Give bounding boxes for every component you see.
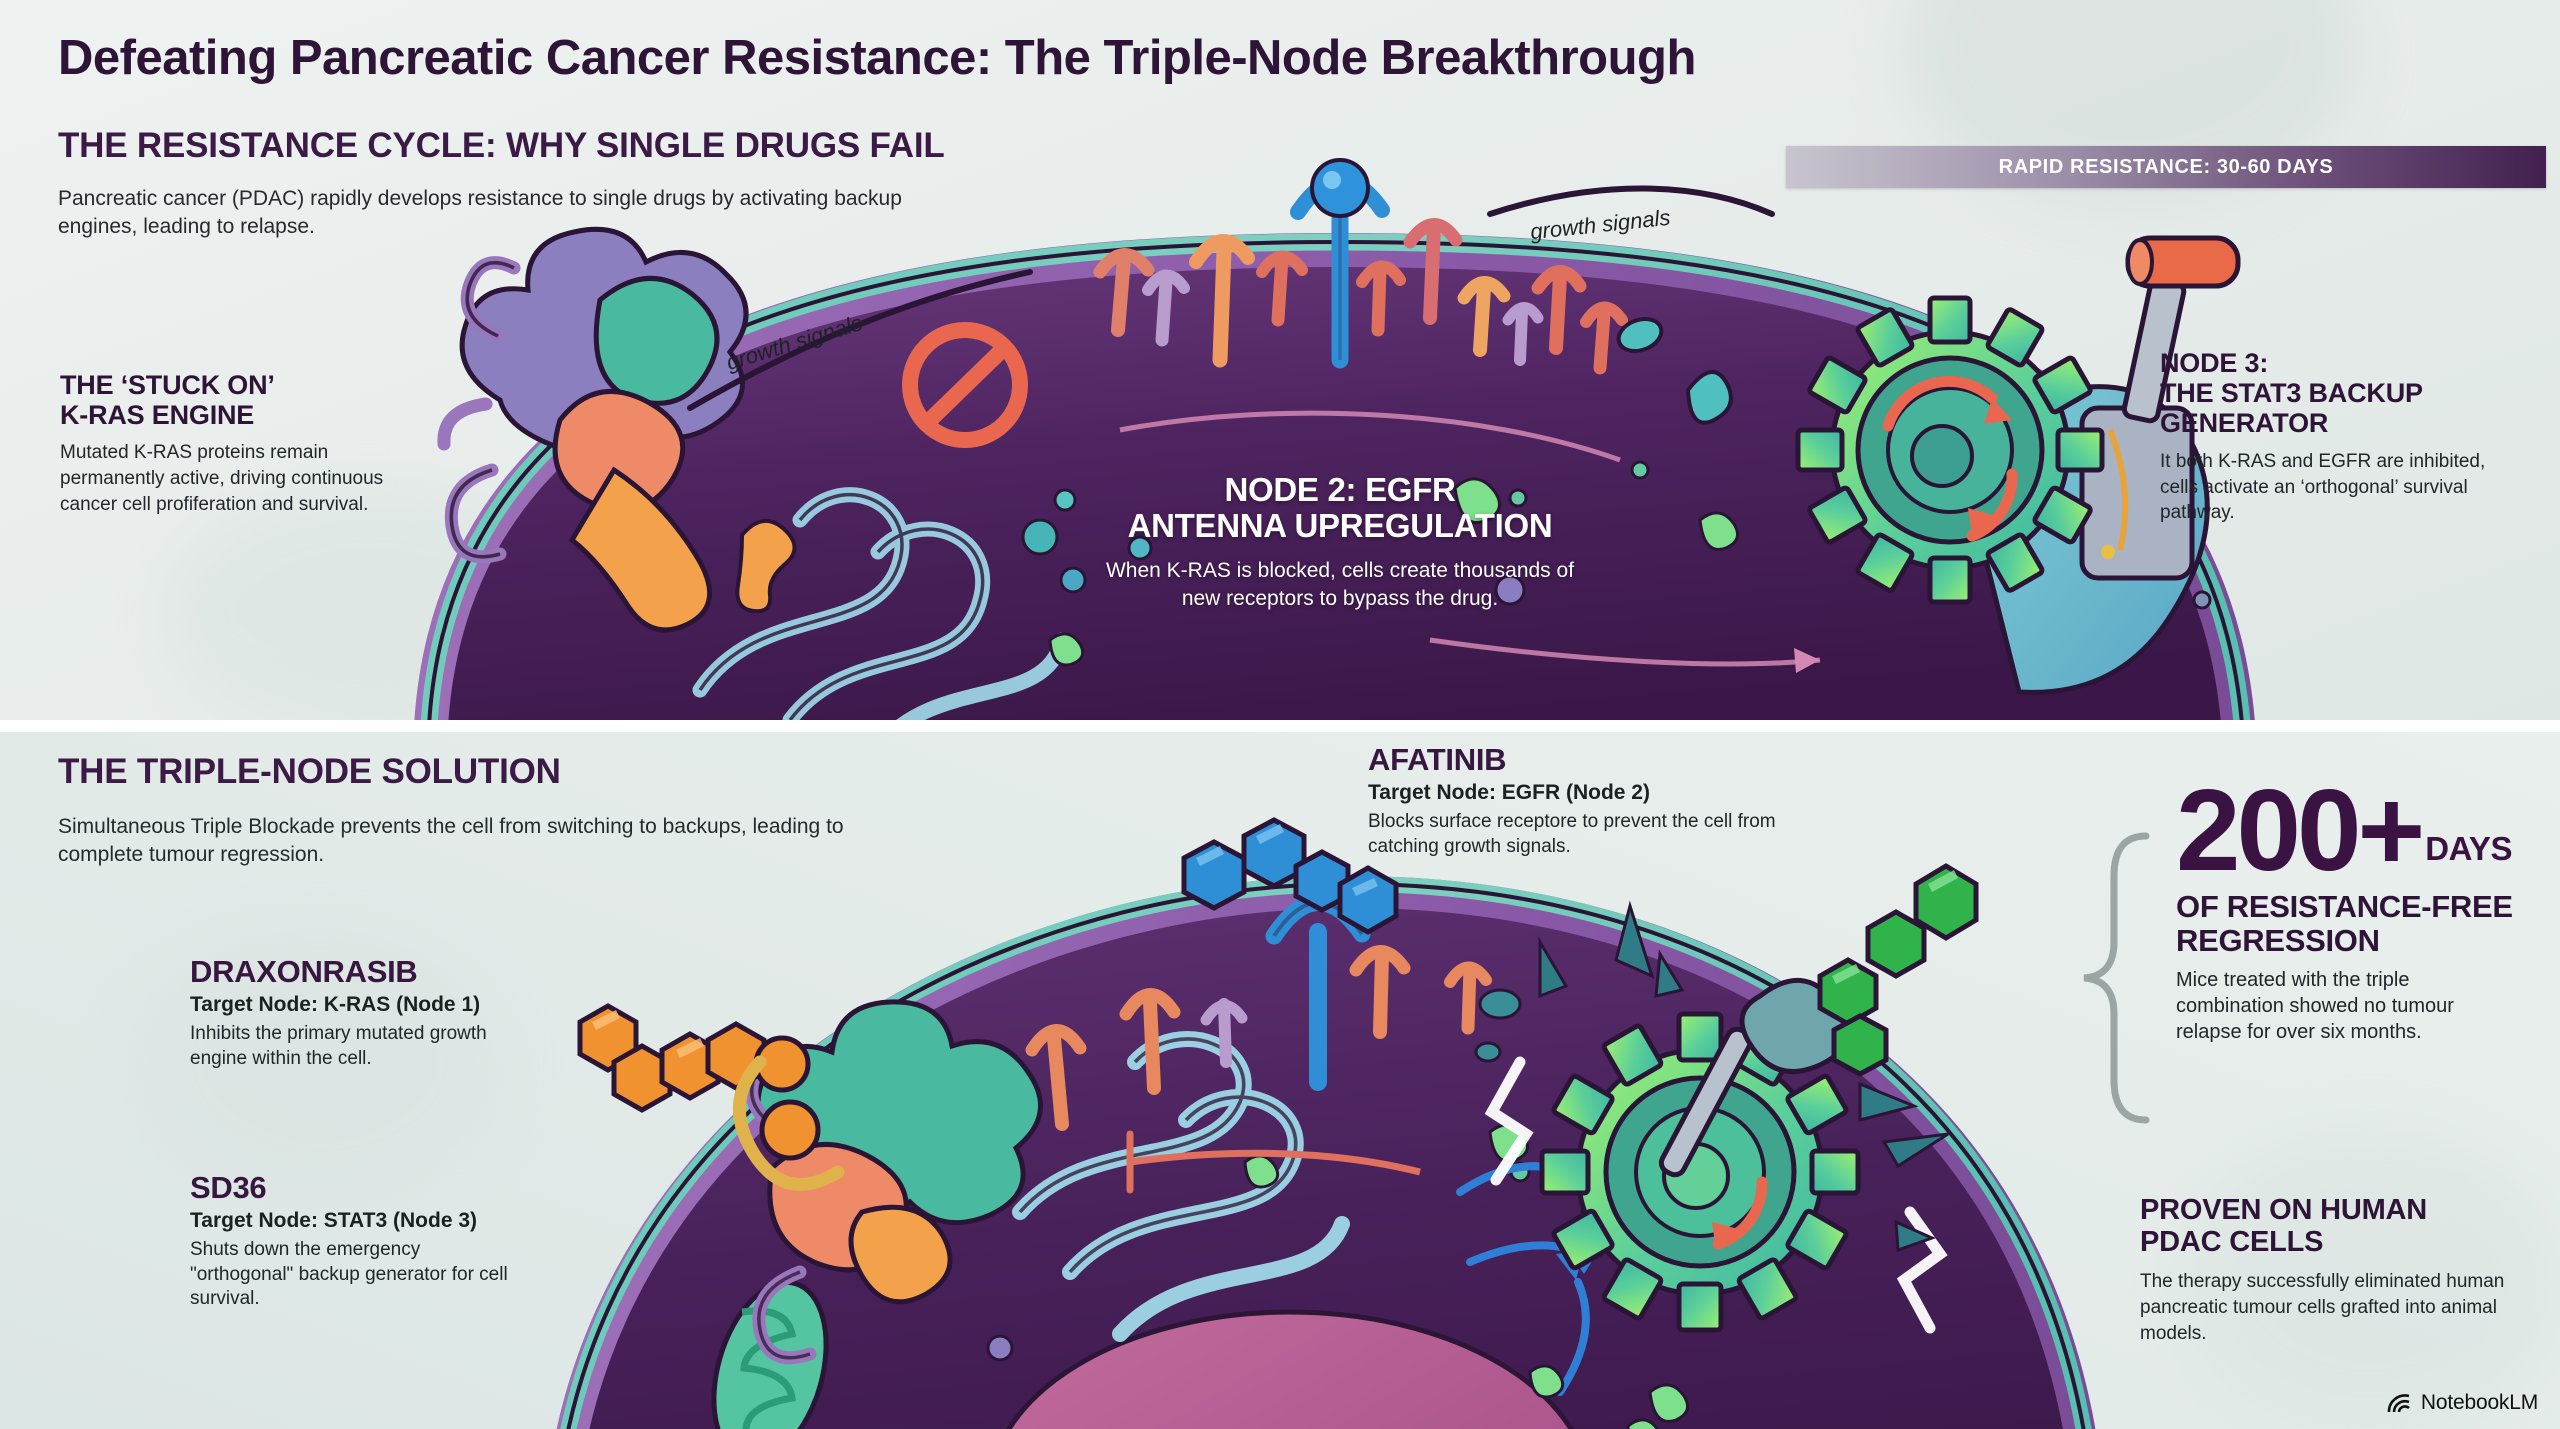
drug-target-afatinib: Target Node: EGFR (Node 2) <box>1368 781 1650 804</box>
proof-block: PROVEN ON HUMAN PDAC CELLS The therapy s… <box>2140 1194 2540 1346</box>
resistance-cell-illustration <box>414 158 2255 720</box>
bottom-section-subheading: Simultaneous Triple Blockade prevents th… <box>58 815 844 866</box>
kpi-block: 200+ DAYS OF RESISTANCE-FREE REGRESSION … <box>2176 765 2556 1045</box>
drug-block-afatinib: AFATINIB Target Node: EGFR (Node 2) Bloc… <box>1368 742 1808 859</box>
kpi-brace <box>2083 832 2150 1124</box>
panel-divider <box>0 720 2560 732</box>
node-1-heading-line2: K-RAS ENGINE <box>60 400 255 431</box>
node-1-body: Mutated K-RAS proteins remain permanentl… <box>60 442 384 516</box>
node-3-heading-line1: NODE 3: <box>2160 348 2269 378</box>
node-2-heading-line2: ANTENNA UPREGULATION <box>1127 507 1553 545</box>
kpi-subtitle-line2: REGRESSION <box>2176 922 2380 958</box>
node-2-block: NODE 2: EGFR ANTENNA UPREGULATION When K… <box>1060 471 1620 613</box>
afatinib-molecule <box>1181 817 1399 935</box>
solution-cell-illustration <box>556 817 2150 1429</box>
kpi-body: Mice treated with the triple combination… <box>2176 969 2454 1044</box>
sd36-target-gear <box>1474 863 1979 1334</box>
kpi-number: 200+ <box>2176 765 2425 895</box>
node-3-body: It both K-RAS and EGFR are inhibited, ce… <box>2160 450 2486 524</box>
drug-name-sd36: SD36 <box>190 1170 267 1205</box>
drug-name-afatinib: AFATINIB <box>1368 742 1507 777</box>
proof-heading-line1: PROVEN ON HUMAN <box>2140 1194 2428 1226</box>
drug-block-draxonrasib: DRAXONRASIB Target Node: K-RAS (Node 1) … <box>190 954 590 1071</box>
blocked-icon <box>902 322 1028 448</box>
notebooklm-logo-icon <box>2387 1394 2410 1413</box>
top-section-subheading: Pancreatic cancer (PDAC) rapidly develop… <box>58 187 902 238</box>
status-badge: RAPID RESISTANCE: 30-60 DAYS <box>1786 146 2546 188</box>
kras-protein <box>437 226 749 633</box>
stat3-generator <box>1795 235 2241 695</box>
node-2-heading-line1: NODE 2: EGFR <box>1224 471 1456 508</box>
node-3-heading-line2: THE STAT3 BACKUP <box>2160 378 2423 409</box>
drug-body-sd36: Shuts down the emergency "orthogonal" ba… <box>190 1239 508 1310</box>
node-2-body: When K-RAS is blocked, cells create thou… <box>1105 558 1575 610</box>
proof-body: The therapy successfully eliminated huma… <box>2140 1270 2505 1344</box>
drug-body-afatinib: Blocks surface receptore to prevent the … <box>1368 811 1776 857</box>
egfr-blue-receptor <box>1290 158 1390 369</box>
notebooklm-label: NotebookLM <box>2420 1391 2538 1414</box>
resistance-cycle-panel: Defeating Pancreatic Cancer Resistance: … <box>0 0 2560 720</box>
drug-body-draxonrasib: Inhibits the primary mutated growth engi… <box>190 1023 487 1069</box>
kpi-subtitle-line1: OF RESISTANCE-FREE <box>2176 889 2513 925</box>
node-3-block: NODE 3: THE STAT3 BACKUP GENERATOR It bo… <box>2160 348 2540 526</box>
drug-target-draxonrasib: Target Node: K-RAS (Node 1) <box>190 993 481 1016</box>
node-1-heading-line1: THE ‘STUCK ON’ <box>60 370 275 400</box>
bottom-section-heading: THE TRIPLE-NODE SOLUTION <box>58 752 561 791</box>
kpi-unit: DAYS <box>2425 830 2512 868</box>
drug-target-sd36: Target Node: STAT3 (Node 3) <box>190 1209 478 1232</box>
sd36-molecule <box>1817 863 1979 1077</box>
kras-blob-bottom <box>745 999 1043 1365</box>
top-section-heading: THE RESISTANCE CYCLE: WHY SINGLE DRUGS F… <box>58 126 945 165</box>
node-3-heading-line3: GENERATOR <box>2160 408 2329 439</box>
triple-node-solution-panel: THE TRIPLE-NODE SOLUTION Simultaneous Tr… <box>0 732 2560 1429</box>
proof-heading-line2: PDAC CELLS <box>2140 1226 2324 1259</box>
page-title: Defeating Pancreatic Cancer Resistance: … <box>58 31 1696 85</box>
drug-name-draxonrasib: DRAXONRASIB <box>190 954 418 989</box>
notebooklm-footer: NotebookLM <box>2387 1391 2538 1415</box>
node-1-block: THE ‘STUCK ON’ K-RAS ENGINE Mutated K-RA… <box>60 370 460 518</box>
drug-block-sd36: SD36 Target Node: STAT3 (Node 3) Shuts d… <box>190 1170 590 1312</box>
draxonrasib-chain <box>577 1003 821 1161</box>
